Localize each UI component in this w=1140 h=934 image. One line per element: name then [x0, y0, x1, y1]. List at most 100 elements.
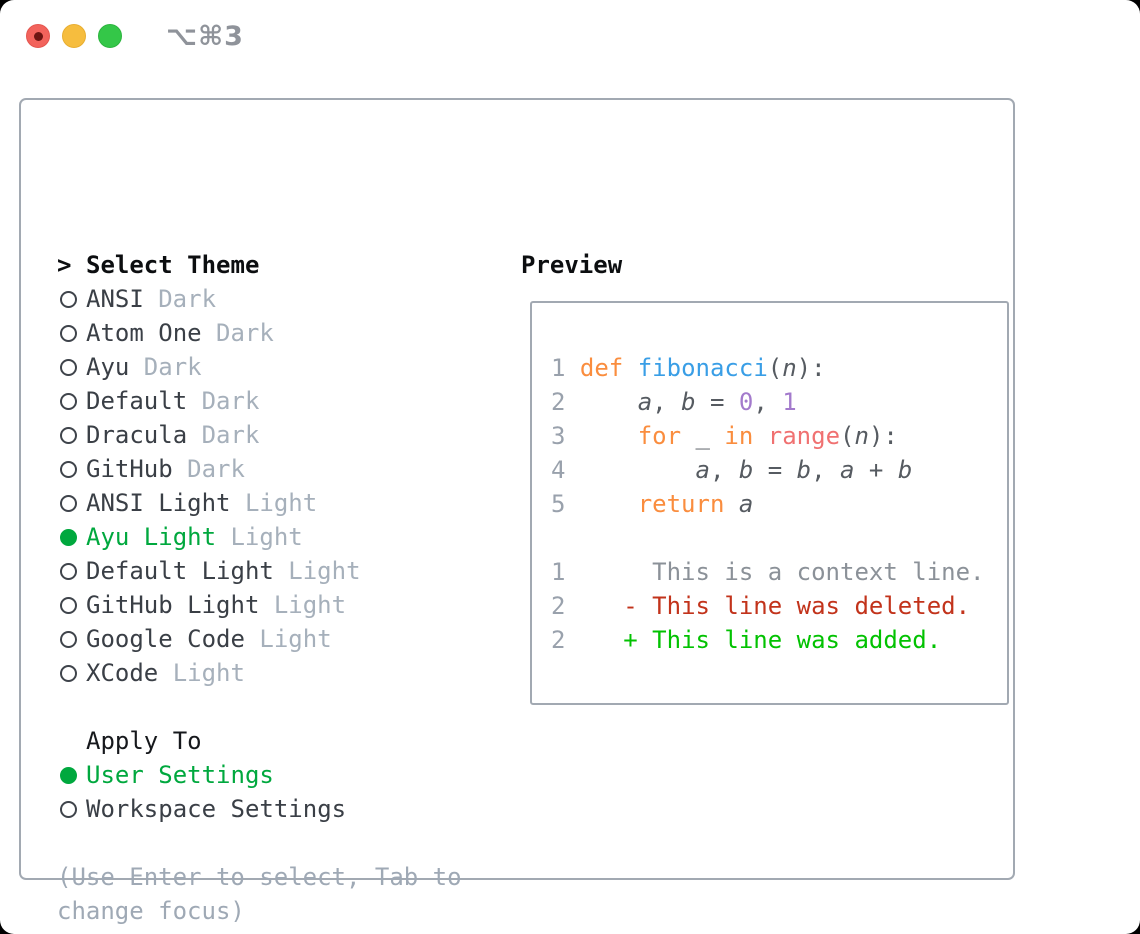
radio-marker	[57, 800, 86, 818]
radio-icon	[60, 290, 77, 308]
code-line-tokens: 3 for _ in range(n):	[551, 422, 898, 450]
radio-marker	[57, 596, 86, 614]
radio-icon	[60, 358, 77, 376]
radio-marker	[57, 528, 86, 546]
theme-option[interactable]: Ayu Dark	[57, 350, 462, 384]
theme-variant-badge: Light	[273, 591, 347, 619]
radio-icon	[60, 460, 77, 478]
theme-name: GitHub Light	[86, 591, 260, 619]
code-line: 3 for _ in range(n):	[551, 419, 984, 453]
radio-marker	[57, 494, 86, 512]
spacer	[57, 826, 462, 860]
radio-icon	[60, 630, 77, 648]
theme-selector-column: > Select Theme ANSI Dark Atom On	[57, 248, 462, 928]
hint-line-1: (Use Enter to select, Tab to	[57, 863, 462, 891]
radio-marker	[57, 562, 86, 580]
theme-option[interactable]: Dracula Dark	[57, 418, 462, 452]
radio-icon	[60, 766, 77, 784]
traffic-lights	[26, 24, 122, 48]
theme-option[interactable]: ANSI Light Light	[57, 486, 462, 520]
preview-heading: Preview	[521, 251, 623, 279]
spacer	[57, 690, 462, 724]
radio-icon	[60, 494, 77, 512]
theme-name: Ayu Light	[86, 523, 217, 551]
apply-to-option[interactable]: User Settings	[57, 758, 462, 792]
theme-option[interactable]: Default Light Light	[57, 554, 462, 588]
radio-icon	[60, 596, 77, 614]
zoom-button[interactable]	[98, 24, 122, 48]
theme-variant-badge: Light	[288, 557, 361, 585]
radio-icon	[60, 392, 77, 410]
theme-option[interactable]: Atom One Dark	[57, 316, 462, 350]
code-line-tokens: 2 + This line was added.	[551, 626, 942, 654]
apply-to-header: Apply To	[57, 724, 462, 758]
apply-to-option-label: User Settings	[86, 761, 274, 789]
apply-to-list: User Settings Workspace Settings	[57, 758, 462, 826]
theme-name: Default	[86, 387, 188, 415]
radio-icon	[60, 528, 77, 546]
preview-box: 1 def fibonacci(n): 2 a, b = 0, 1 3 for _ …	[530, 301, 1009, 705]
theme-variant-badge: Light	[244, 489, 318, 517]
code-line: 1 This is a context line.	[551, 555, 984, 589]
theme-variant-badge: Dark	[158, 285, 217, 313]
code-line-tokens: 4 a, b = b, a + b	[551, 456, 913, 484]
code-line-tokens: 2 a, b = 0, 1	[551, 388, 797, 416]
theme-variant-badge: Light	[259, 625, 332, 653]
apply-to-option-label: Workspace Settings	[86, 795, 347, 823]
apply-to-option[interactable]: Workspace Settings	[57, 792, 462, 826]
theme-name: GitHub	[86, 455, 173, 483]
radio-icon	[60, 562, 77, 580]
theme-variant-badge: Dark	[143, 353, 202, 381]
code-line-tokens: 1 def fibonacci(n):	[551, 354, 826, 382]
code-line	[551, 521, 984, 555]
theme-option[interactable]: Default Dark	[57, 384, 462, 418]
code-line: 4 a, b = b, a + b	[551, 453, 984, 487]
apply-to-label: Apply To	[86, 727, 202, 755]
radio-marker	[57, 324, 86, 342]
close-button[interactable]	[26, 24, 50, 48]
theme-variant-badge: Light	[172, 659, 245, 687]
theme-option[interactable]: XCode Light	[57, 656, 462, 690]
theme-option[interactable]: Google Code Light	[57, 622, 462, 656]
code-line: 1 def fibonacci(n):	[551, 351, 984, 385]
theme-option[interactable]: Ayu Light Light	[57, 520, 462, 554]
theme-option[interactable]: ANSI Dark	[57, 282, 462, 316]
radio-marker	[57, 392, 86, 410]
window-title: ⌥⌘3	[166, 21, 244, 52]
code-line: 5 return a	[551, 487, 984, 521]
minimize-button[interactable]	[62, 24, 86, 48]
code-line: 2 - This line was deleted.	[551, 589, 984, 623]
code-line: 2 + This line was added.	[551, 623, 984, 657]
theme-option[interactable]: GitHub Dark	[57, 452, 462, 486]
main-panel: > Select Theme ANSI Dark Atom On	[19, 98, 1015, 925]
radio-marker	[57, 358, 86, 376]
select-theme-header: > Select Theme	[57, 248, 462, 282]
theme-variant-badge: Dark	[187, 455, 245, 483]
theme-name: ANSI	[86, 285, 144, 313]
theme-variant-badge: Dark	[201, 421, 260, 449]
radio-icon	[60, 664, 77, 682]
titlebar: ⌥⌘3	[0, 0, 1140, 76]
code-preview: 1 def fibonacci(n): 2 a, b = 0, 1 3 for _ …	[551, 351, 984, 657]
theme-list: ANSI Dark Atom One Dark Ayu Dark	[57, 282, 462, 690]
theme-name: Ayu	[86, 353, 130, 381]
radio-marker	[57, 290, 86, 308]
radio-marker	[57, 664, 86, 682]
theme-name: ANSI Light	[86, 489, 231, 517]
select-theme-label: Select Theme	[86, 251, 260, 279]
radio-marker	[57, 460, 86, 478]
radio-icon	[60, 324, 77, 342]
theme-option[interactable]: GitHub Light Light	[57, 588, 462, 622]
theme-name: Atom One	[86, 319, 202, 347]
theme-name: Dracula	[86, 421, 188, 449]
radio-marker	[57, 630, 86, 648]
theme-variant-badge: Dark	[216, 319, 274, 347]
prompt-caret-icon: >	[57, 251, 72, 279]
radio-marker	[57, 766, 86, 784]
hint-line-2: change focus)	[57, 897, 245, 925]
radio-icon	[60, 426, 77, 444]
radio-icon	[60, 800, 77, 818]
unsaved-indicator-dot	[33, 31, 43, 41]
code-line-tokens: 2 - This line was deleted.	[551, 592, 971, 620]
